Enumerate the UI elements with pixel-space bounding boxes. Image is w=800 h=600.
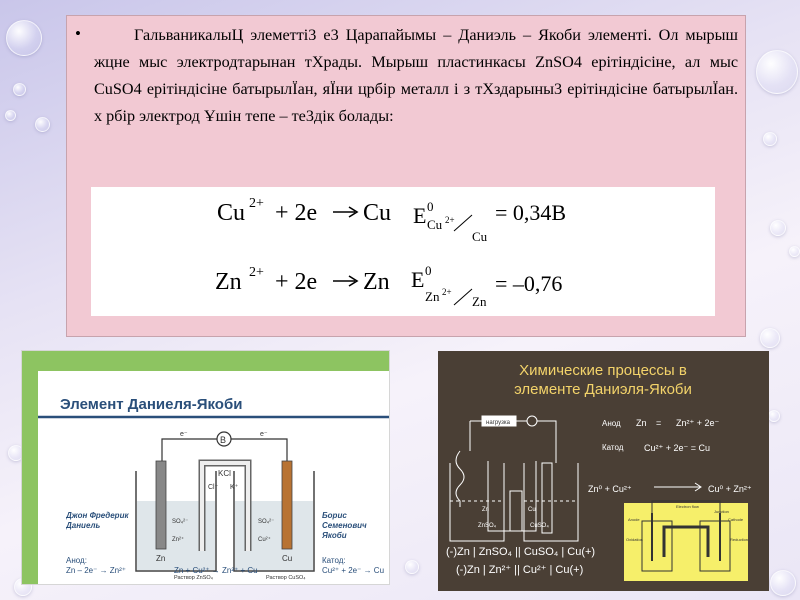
- eq1-value: = 0,34В: [495, 200, 566, 225]
- water-drop-decoration: [770, 570, 796, 596]
- load-label: нагрузка: [486, 420, 511, 426]
- svg-text:Cu: Cu: [282, 554, 292, 563]
- svg-text:Cathode: Cathode: [728, 517, 744, 522]
- water-drop-decoration: [5, 110, 16, 121]
- daniell-cell-figure: Элемент Даниеля-Якоби B e⁻ e⁻ KCl Cl⁻ K⁺…: [22, 351, 389, 584]
- svg-text:ZnSO₄: ZnSO₄: [478, 523, 497, 529]
- figure-title-line2: элементе Даниэля-Якоби: [514, 381, 692, 398]
- eq1-superscript: 0: [427, 199, 434, 214]
- water-drop-decoration: [770, 220, 786, 236]
- eq2-product: Zn: [363, 269, 390, 295]
- water-drop-decoration: [763, 132, 777, 146]
- svg-text:SO₄²⁻: SO₄²⁻: [172, 519, 188, 525]
- anode-equals: =: [656, 418, 661, 428]
- water-drop-decoration: [6, 20, 42, 56]
- arrow-icon: [333, 206, 359, 218]
- anode-equation: Zn – 2e⁻ → Zn²⁺: [66, 566, 126, 575]
- water-drop-decoration: [405, 560, 419, 574]
- cu-electrode: [281, 460, 293, 550]
- cathode-label: Катод: [602, 443, 624, 452]
- cathode-equation: Cu²⁺ + 2e⁻ → Cu: [322, 566, 384, 575]
- side-bar: [22, 371, 38, 584]
- equation-image: Cu 2+ + 2e Cu E 0 Cu 2+ Cu = 0,34В Zn 2+…: [91, 187, 715, 316]
- anode-rhs: Zn²⁺ + 2e⁻: [676, 418, 720, 428]
- apparatus: B e⁻ e⁻ KCl Cl⁻ K⁺ Zn Cu SO₄²⁻ SO₄²⁻ Zn²…: [135, 431, 315, 581]
- chemical-processes-figure: Химические процессы в элементе Даниэля-Я…: [438, 351, 769, 591]
- overall-equation: Zn + Cu²⁺ → Zn²⁺ + Cu: [174, 566, 258, 575]
- eq1-charge: 2+: [249, 196, 264, 211]
- eq2-plus: + 2e: [275, 269, 317, 295]
- water-drop-decoration: [760, 328, 780, 348]
- eq2-ion: Zn: [215, 269, 242, 295]
- water-drop-decoration: [13, 83, 26, 96]
- water-drop-decoration: [35, 117, 50, 132]
- figure-title-line1: Химические процессы в: [519, 362, 687, 379]
- bullet: •: [75, 24, 81, 43]
- svg-text:Anode: Anode: [628, 517, 640, 522]
- cell-scheme-1: (-)Zn | ZnSO₄ || CuSO₄ | Cu(+): [446, 546, 595, 558]
- half-cell-diagram: Electron flow Anode Cathode Oxidation Re…: [624, 500, 748, 581]
- svg-text:Reduction: Reduction: [730, 537, 748, 542]
- zn-electrode: [155, 460, 167, 550]
- anode-lhs: Zn: [636, 418, 647, 428]
- svg-text:Cu²⁺: Cu²⁺: [258, 536, 271, 543]
- eq1-ion: Cu: [217, 200, 245, 226]
- anode-label: Анод: [602, 419, 621, 428]
- svg-text:Раствор ZnSO₄: Раствор ZnSO₄: [174, 575, 214, 581]
- eq2-superscript: 0: [425, 263, 432, 278]
- salt-bridge-label: KCl: [218, 469, 231, 478]
- svg-text:Zn: Zn: [156, 554, 165, 563]
- apparatus-drawing: [449, 415, 579, 542]
- eq1-pair-top: Cu: [427, 217, 443, 232]
- svg-text:Junction: Junction: [714, 509, 729, 514]
- svg-text:e⁻: e⁻: [260, 431, 268, 438]
- water-drop-decoration: [756, 50, 798, 94]
- svg-text:Cu: Cu: [528, 507, 536, 513]
- eq2-value: = –0,76: [495, 271, 562, 296]
- eq2-E: E: [411, 267, 424, 292]
- svg-text:CuSO₄: CuSO₄: [530, 523, 549, 529]
- water-drop-decoration: [768, 410, 780, 422]
- person-right-label: Борис Семенович Якоби: [322, 511, 367, 540]
- eq1-pair-bottom: Cu: [472, 229, 488, 244]
- svg-text:Zn²⁺: Zn²⁺: [172, 536, 184, 543]
- svg-text:Oxidation: Oxidation: [626, 537, 643, 542]
- figure-title: Элемент Даниеля-Якоби: [60, 396, 242, 413]
- eq1-plus: + 2e: [275, 200, 317, 226]
- svg-text:Electron flow: Electron flow: [676, 504, 699, 509]
- arrow-icon: [333, 275, 359, 287]
- anode-label: Анод:: [66, 556, 87, 565]
- reaction-right: Cu⁰ + Zn²⁺: [708, 484, 752, 494]
- voltmeter-label: B: [220, 435, 226, 445]
- svg-text:K⁺: K⁺: [230, 484, 239, 491]
- text-box: • ГальваникалыЦ элеметті3 е3 Царапайымы …: [66, 15, 746, 337]
- eq1-pair-top-charge: 2+: [445, 215, 455, 225]
- reaction-left: Zn⁰ + Cu²⁺: [588, 484, 632, 494]
- header-bar: [22, 351, 389, 371]
- fraction-slash: [453, 214, 473, 232]
- eq2-pair-top-charge: 2+: [442, 287, 452, 297]
- svg-text:Раствор CuSO₄: Раствор CuSO₄: [266, 575, 306, 581]
- eq1-E: E: [413, 203, 426, 228]
- svg-text:e⁻: e⁻: [180, 431, 188, 438]
- person-left-label: Джон Фредерик Даниель: [66, 511, 129, 530]
- slide-paragraph: ГальваникалыЦ элеметті3 е3 Царапайымы – …: [94, 26, 738, 125]
- svg-text:SO₄²⁻: SO₄²⁻: [258, 519, 274, 525]
- cell-scheme-2: (-)Zn | Zn²⁺ || Cu²⁺ | Cu(+): [456, 564, 583, 576]
- cathode-label: Катод:: [322, 556, 346, 565]
- fraction-slash: [453, 288, 473, 306]
- eq2-pair-top: Zn: [425, 289, 440, 304]
- svg-text:Cl⁻: Cl⁻: [208, 484, 219, 491]
- arrow-icon: [654, 482, 702, 492]
- eq1-product: Cu: [363, 200, 391, 226]
- eq2-charge: 2+: [249, 265, 264, 280]
- cathode-equation: Cu²⁺ + 2e⁻ = Cu: [644, 443, 710, 453]
- eq2-pair-bottom: Zn: [472, 294, 487, 309]
- water-drop-decoration: [789, 246, 800, 257]
- svg-text:Zn: Zn: [482, 507, 489, 513]
